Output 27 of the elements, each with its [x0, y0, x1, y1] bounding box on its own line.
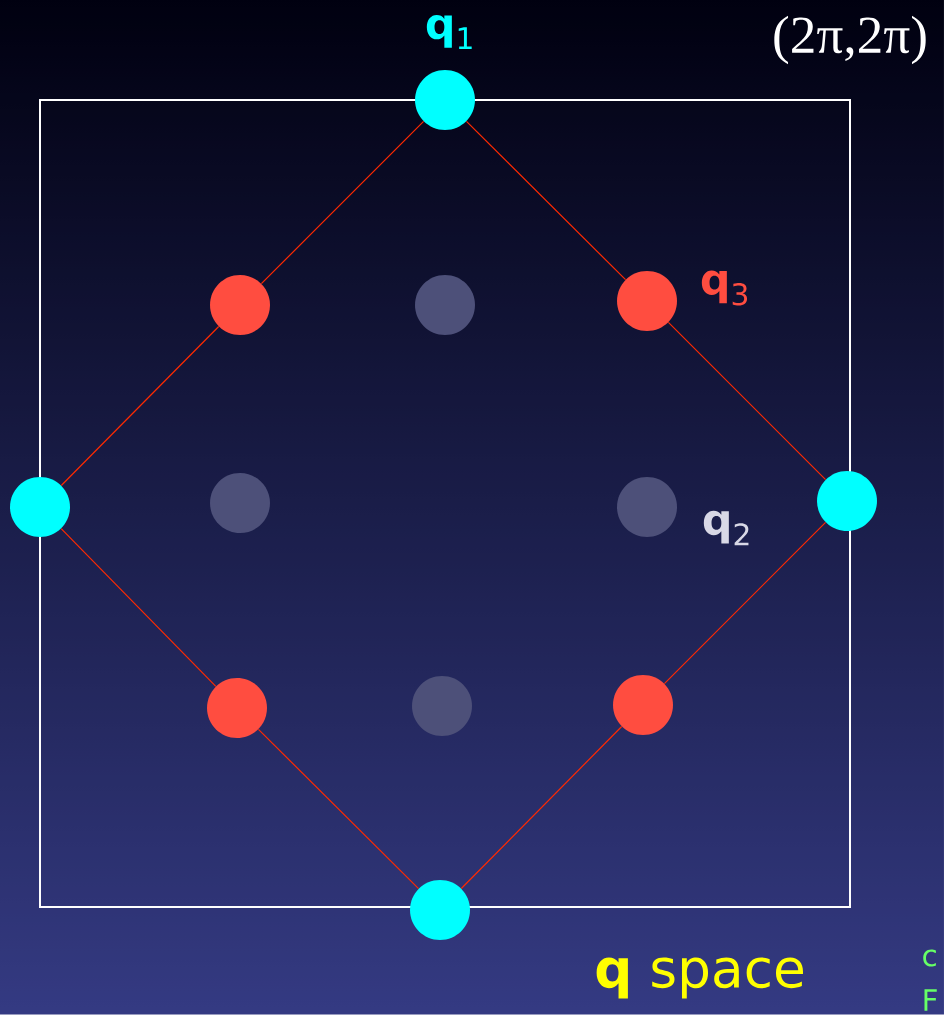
point-label: q$_{2}$: [703, 510, 749, 546]
dot: [415, 275, 475, 335]
line: [663, 521, 827, 685]
dot: [210, 473, 270, 533]
dot: [210, 275, 270, 335]
line: [465, 120, 627, 281]
dot: [613, 675, 673, 735]
dot: [412, 676, 472, 736]
dot: [415, 70, 475, 130]
point-label: q$_{3}$: [701, 270, 748, 306]
dot: [10, 477, 70, 537]
line: [460, 725, 623, 890]
line: [257, 728, 420, 890]
line: [667, 321, 827, 481]
dot: [817, 471, 877, 531]
dot: [207, 678, 267, 738]
line: [60, 528, 217, 687]
line: [60, 325, 220, 487]
dot: [617, 477, 677, 537]
dot: [410, 880, 470, 940]
axis-title: q space: [596, 957, 803, 999]
line: [260, 120, 425, 285]
point-label: q$_{1}$: [426, 14, 472, 50]
coordinate-label: (2π,2π): [774, 15, 926, 65]
note-text: F: [924, 989, 937, 1011]
dot: [617, 271, 677, 331]
note-text: c: [923, 949, 936, 967]
